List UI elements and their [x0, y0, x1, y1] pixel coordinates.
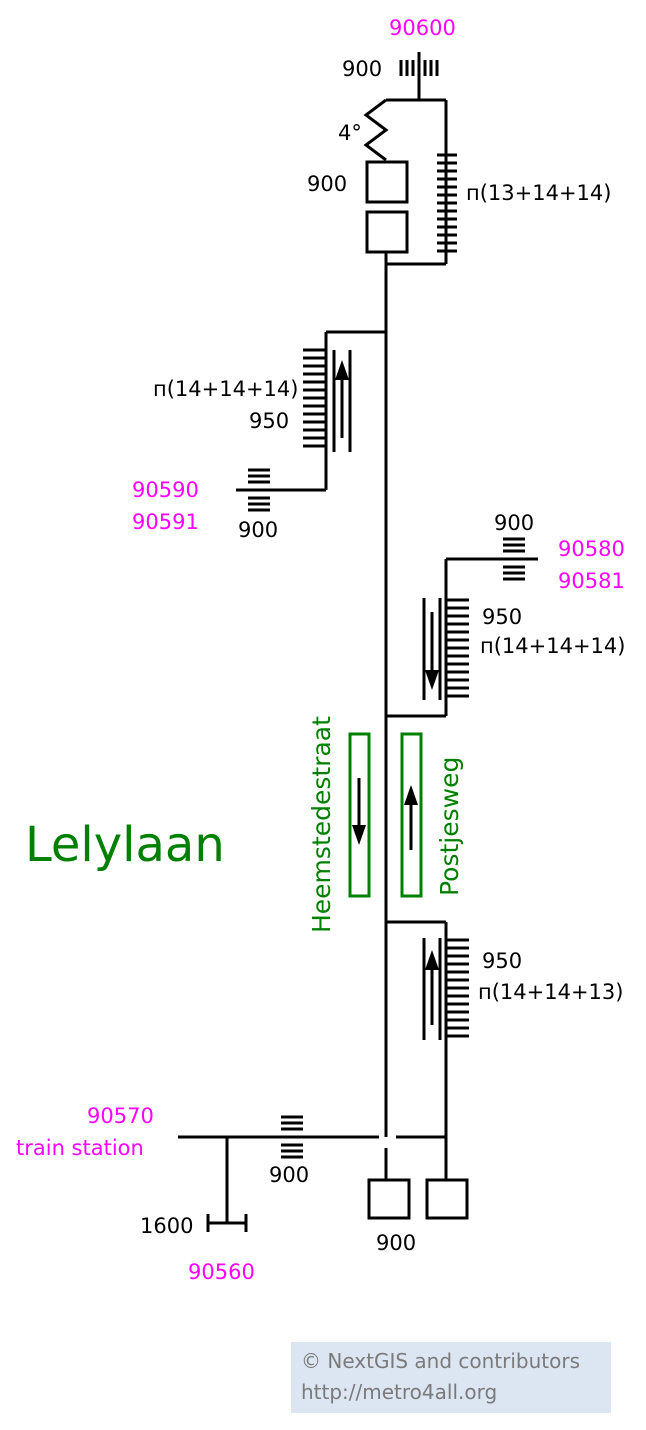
exit-width-label: 900	[269, 1163, 309, 1187]
stairs-icon	[437, 153, 457, 253]
exit-id: 90570	[87, 1104, 154, 1128]
station-name: Lelylaan	[25, 817, 225, 873]
door-width-label: 1600	[140, 1214, 193, 1238]
stairs-label: п(14+14+14)	[153, 377, 298, 401]
exit-id-90560: 90560	[188, 1260, 255, 1284]
gate-box	[367, 1178, 411, 1220]
stairs-label: п(13+14+14)	[466, 181, 611, 205]
exit-id: 90590	[132, 478, 199, 502]
turnstile-icon	[399, 60, 439, 76]
arrow-up-icon	[425, 950, 439, 1025]
stairs-width-label: 950	[482, 949, 522, 973]
credit-box: © NextGIS and contributors http://metro4…	[291, 1342, 611, 1413]
gate-width-label: 900	[307, 172, 347, 196]
upper-right-exit: 900 90580 90581	[386, 511, 625, 718]
bottom-left-exit: 90570 train station 900 1600 90560	[16, 1104, 379, 1284]
exit-width-label: 900	[494, 511, 534, 535]
platform-right: Postjesweg	[400, 732, 464, 898]
exit-id: 90581	[558, 569, 625, 593]
platform-name-right: Postjesweg	[435, 757, 464, 896]
gate-box	[365, 160, 409, 204]
upper-left-exit: п(14+14+14) 950 90590 90591 900	[132, 330, 386, 542]
gate-box	[365, 210, 409, 254]
exit-id: 90580	[558, 537, 625, 561]
ramp-angle-label: 4°	[338, 121, 362, 145]
turnstile-icon	[248, 468, 270, 512]
stairs-width-label: 950	[482, 605, 522, 629]
arrow-up-icon	[404, 785, 418, 850]
exit-id: 90591	[132, 510, 199, 534]
platform-left: Heemstedestraat	[307, 716, 371, 933]
turnstile-icon	[503, 537, 525, 581]
arrow-up-icon	[335, 360, 349, 438]
stairs-icon	[303, 348, 325, 448]
stairs-icon	[447, 938, 469, 1038]
gate-box	[425, 1178, 469, 1220]
turnstile-icon	[281, 1115, 303, 1159]
stairs-width-label: 950	[249, 409, 289, 433]
arrow-down-icon	[352, 778, 366, 845]
lower-right-exit: 950 п(14+14+13)	[386, 920, 623, 1182]
stairs-label: п(14+14+14)	[480, 634, 625, 658]
gate-width-label: 900	[376, 1231, 416, 1255]
ramp-icon	[363, 98, 389, 162]
credit-line: © NextGIS and contributors	[301, 1349, 581, 1373]
exit-id-90600: 90600	[389, 16, 456, 40]
stairs-icon	[447, 598, 469, 698]
exit-width-label: 900	[342, 57, 382, 81]
platform-name-left: Heemstedestraat	[307, 716, 336, 933]
exit-width-label: 900	[238, 518, 278, 542]
top-exit: 90600 900 4° 900	[307, 16, 611, 266]
arrow-down-icon	[425, 612, 439, 690]
stairs-label: п(14+14+13)	[478, 980, 623, 1004]
credit-link[interactable]: http://metro4all.org	[301, 1380, 498, 1404]
exit-destination: train station	[16, 1136, 144, 1160]
bottom-gates: 900	[367, 1178, 469, 1255]
